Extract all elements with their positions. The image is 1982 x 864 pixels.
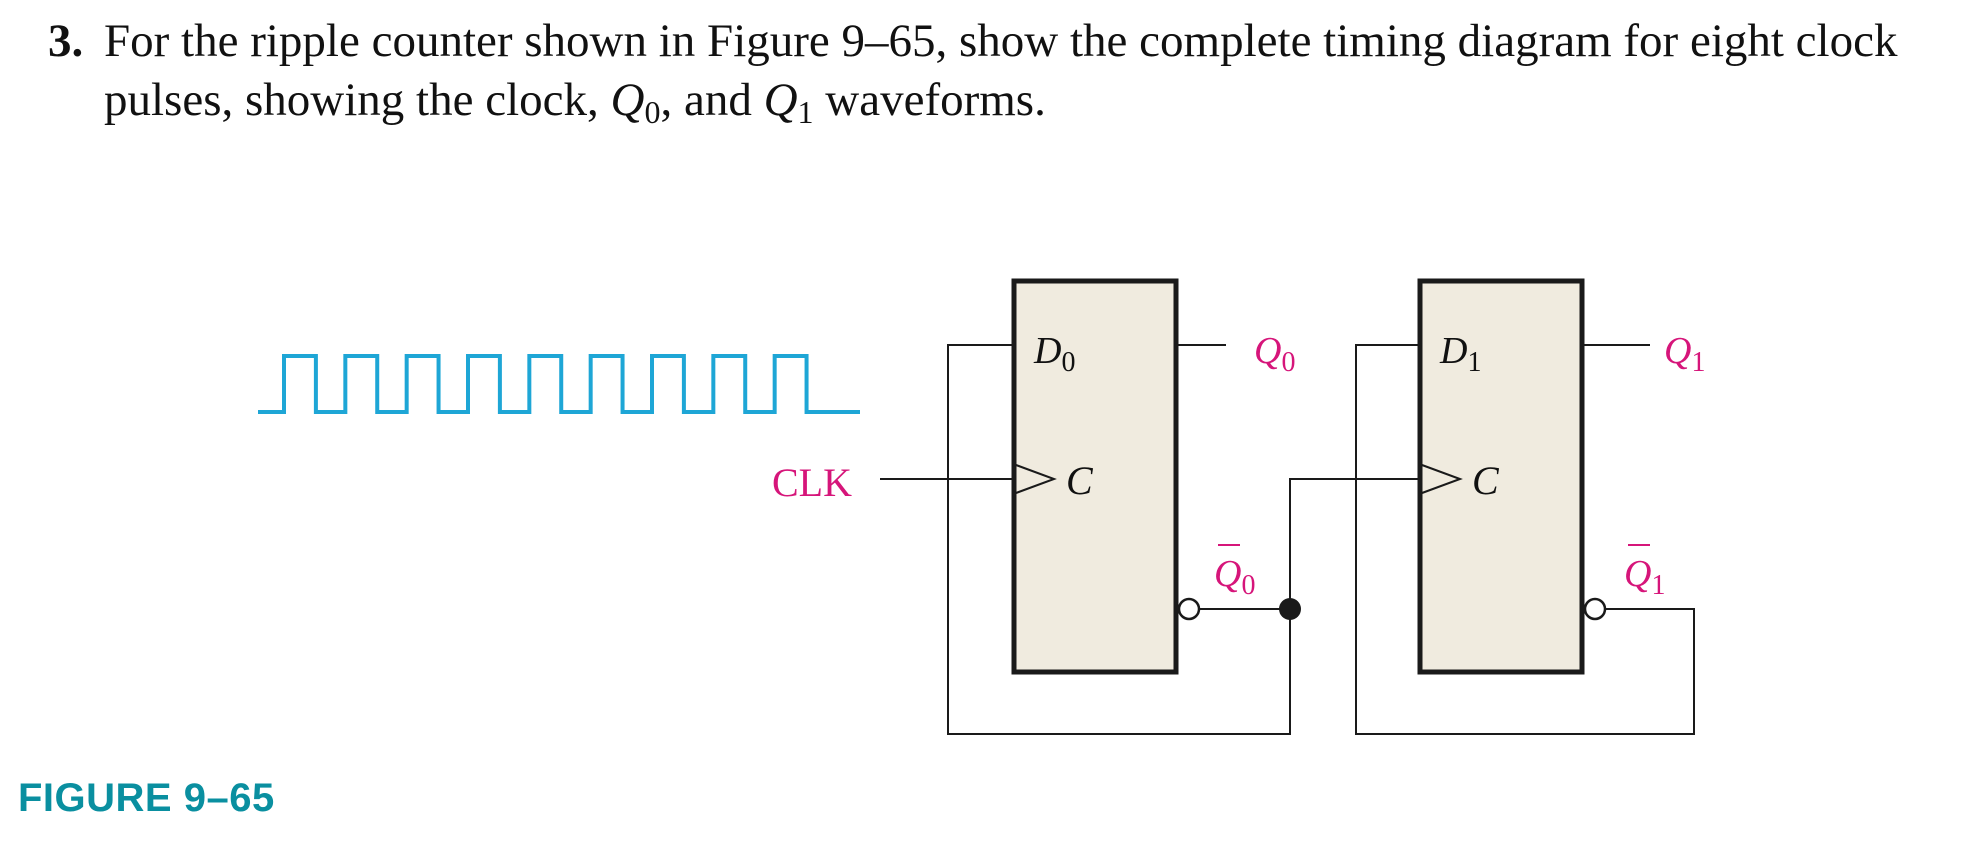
problem-line-2: pulses, showing the clock, Q0, and Q1 wa… [48,71,1948,130]
ff0-d-input-label: D0 [1033,330,1075,378]
wires [880,344,1695,735]
problem-number: 3. [48,15,84,67]
problem-line-2-c: waveforms. [813,74,1046,126]
qbar1-output-label: Q1 [1624,553,1665,601]
figure-label: FIGURE 9–65 [18,776,275,820]
q1-var: Q [763,74,798,126]
problem-line-2-b: , and [660,74,764,126]
problem-line-2-a: pulses, showing the clock, [104,74,611,126]
q1-output-label: Q1 [1664,330,1705,378]
qbar1-bubble [1583,597,1607,621]
ff1-feedback-wire [1355,344,1695,735]
ff0-clock-input-label: C [1066,458,1094,503]
qbar0-bubble [1177,597,1201,621]
flip-flop-1 [1417,278,1585,675]
qbar0-output-label: Q0 [1214,553,1255,601]
ff1-clock-input-label: C [1472,458,1500,503]
problem-text: 3. For the ripple counter shown in Figure… [48,12,1948,130]
problem-line-1-text: For the ripple counter shown in Figure 9… [104,15,1898,67]
flip-flop-0 [1011,278,1179,675]
clk-label: CLK [772,460,852,505]
q0-sub: 0 [644,94,661,130]
clock-waveform [258,354,860,414]
ff0-clock-triangle [1015,464,1057,494]
junction-dot [1279,598,1301,620]
q0-var: Q [610,74,645,126]
ff0-feedback-wire [947,344,1291,735]
problem-line-1: 3. For the ripple counter shown in Figure… [48,12,1948,71]
ff1-clock-wire [1289,478,1422,609]
q1-sub: 1 [797,94,814,130]
ff1-clock-triangle [1421,464,1463,494]
ff1-d-input-label: D1 [1439,330,1481,378]
q0-output-label: Q0 [1254,330,1295,378]
